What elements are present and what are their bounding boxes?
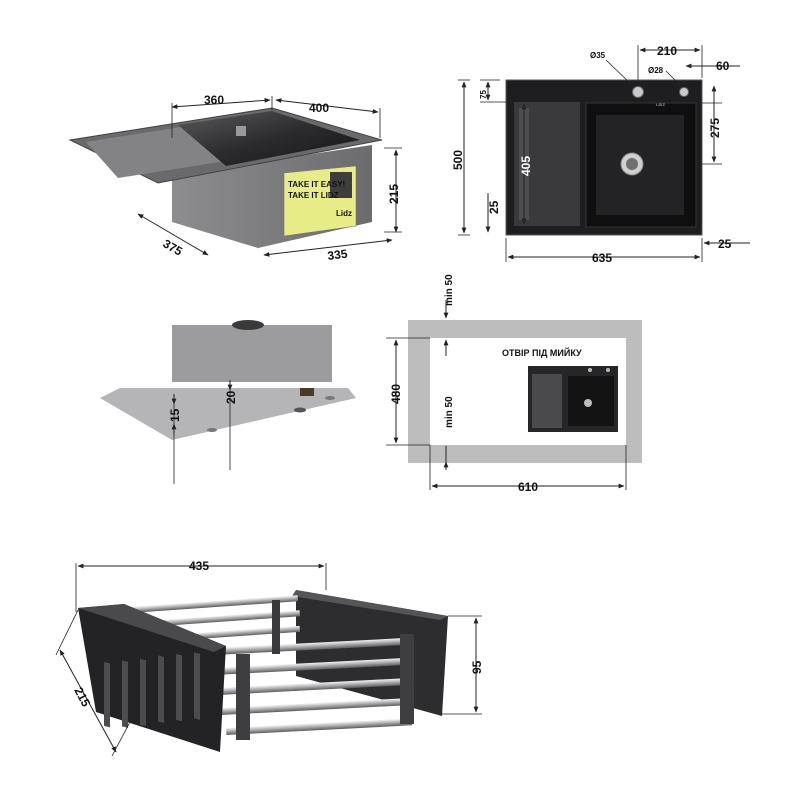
underside-drain [232,320,264,330]
label-line2: TAKE IT LIDZ [288,191,339,200]
dim-210: 210 [657,44,677,58]
cutout-template-view: ОТВІР ПІД МИЙКУ min 50 min 50 480 610 [386,274,642,494]
dim-335: 335 [327,247,349,263]
underside-bowl [172,325,332,382]
dim-95: 95 [470,660,484,674]
dim-215-basket: 215 [71,685,93,710]
dim-75: 75 [479,90,488,99]
dim-360: 360 [204,93,224,107]
dim-400: 400 [309,101,329,115]
sink-perspective-view: TAKE IT EASY! TAKE IT LIDZ Lidz 360 400 … [68,93,402,263]
dim-25-left: 25 [487,200,501,214]
dim-60: 60 [716,59,730,73]
basket-view: 435 [55,559,484,757]
label-line1: TAKE IT EASY! [288,180,345,189]
dim-min50-top: min 50 [444,274,455,306]
dim-275: 275 [708,118,722,138]
dim-line-215-basket [59,649,117,753]
cutout-title: ОТВІР ПІД МИЙКУ [502,347,582,358]
dim-480: 480 [389,384,403,404]
dim-line-375 [137,213,209,256]
dim-line-360 [171,97,271,110]
sink-top-view: LIDZ Ø35 Ø28 210 60 75 500 405 25 275 [451,44,750,265]
dim-min50-left: min 50 [444,396,455,428]
label-brand: Lidz [336,209,352,218]
underside-overflow [300,388,314,396]
underside-clip [294,407,306,413]
dim-15: 15 [168,408,182,422]
label-photo [330,172,352,198]
sink-bowl-opening [178,111,360,166]
dim-635: 635 [592,251,612,265]
dim-20: 20 [224,390,238,404]
sink-badge [236,126,246,136]
dim-line-400 [275,98,379,114]
faucet-hole-28 [679,87,689,97]
underside-rim [100,388,356,440]
faucet-hole-35 [632,86,644,98]
dim-25-right: 25 [718,237,732,251]
sink-underside-view: 15 20 [100,320,356,484]
dim-610: 610 [518,480,538,494]
dim-405: 405 [519,156,533,176]
dim-435: 435 [189,559,209,573]
dim-215: 215 [387,184,401,204]
dim-d35: Ø35 [590,51,606,60]
dim-line-335 [263,238,393,257]
top-view-brand: LIDZ [656,102,665,107]
dim-d28: Ø28 [648,66,664,75]
dim-500: 500 [451,150,465,170]
